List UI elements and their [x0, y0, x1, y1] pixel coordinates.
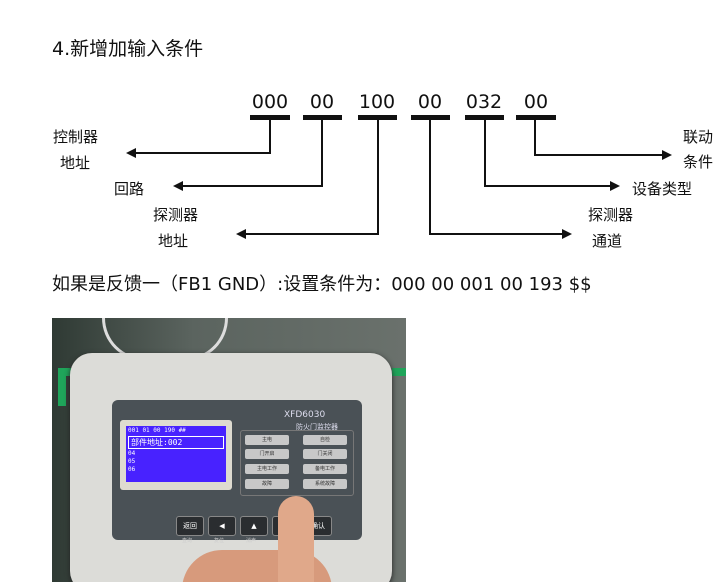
code-value: 00: [310, 91, 334, 113]
arrow-right: [484, 120, 620, 191]
lcd-frame: 001 01 00 190 ## 部件地址:002 04 05 06: [120, 420, 232, 490]
lcd-line: 04: [128, 450, 136, 457]
section-heading: 4.新增加输入条件: [52, 38, 204, 60]
device-photo: XFD6030 防火门监控器 001 01 00 190 ## 部件地址:002…: [52, 318, 406, 582]
condition-text: 如果是反馈一（FB1 GND）:设置条件为：000 00 001 00 193 …: [52, 274, 592, 295]
arrow-left: [126, 120, 271, 158]
label: 探测器: [153, 206, 198, 224]
code-group-detector-channel: 00 探测器 通道: [411, 91, 633, 250]
wall-marker: [392, 368, 406, 406]
indicator: 门关闭: [303, 449, 347, 459]
label: 探测器: [588, 206, 633, 224]
label: 通道: [592, 232, 622, 250]
button-caption: 复位: [214, 538, 225, 544]
indicator-panel: 主电 门开启 主电工作 故障 自检 门关闭 备电工作 系统故障: [240, 430, 354, 496]
code-group-device-type: 032 设备类型: [465, 91, 692, 198]
up-button[interactable]: ▲: [240, 516, 268, 536]
code-value: 000: [252, 91, 288, 113]
indicator: 主电工作: [245, 464, 289, 474]
label: 控制器: [53, 128, 98, 146]
code-value: 00: [418, 91, 442, 113]
lcd-line: 部件地址:002: [128, 436, 224, 449]
back-button[interactable]: 返回: [176, 516, 204, 536]
lcd-line: 06: [128, 466, 136, 473]
code-value: 032: [466, 91, 502, 113]
code-value: 00: [524, 91, 548, 113]
lcd-screen: 001 01 00 190 ## 部件地址:002 04 05 06: [126, 426, 226, 482]
label: 条件: [683, 153, 713, 171]
indicator: 自检: [303, 435, 347, 445]
indicator: 备电工作: [303, 464, 347, 474]
arrow-left: [173, 120, 323, 191]
code-group-linkage-condition: 00 联动 条件: [516, 91, 713, 171]
left-button[interactable]: ◀: [208, 516, 236, 536]
indicator: 系统故障: [303, 479, 347, 489]
indicator: 故障: [245, 479, 289, 489]
lcd-line: 05: [128, 458, 136, 465]
device-name: 防火门监控器: [296, 423, 338, 431]
lcd-line: 001 01 00 190 ##: [128, 427, 186, 434]
code-group-loop: 00 回路: [114, 91, 342, 198]
button-caption: 消声: [246, 538, 257, 544]
indicator: 门开启: [245, 449, 289, 459]
arrow-right: [429, 120, 572, 239]
finger: [278, 496, 314, 582]
label: 地址: [60, 154, 90, 172]
control-panel: XFD6030 防火门监控器 001 01 00 190 ## 部件地址:002…: [112, 400, 362, 544]
indicator: 主电: [245, 435, 289, 445]
code-diagram: 000 控制器 地址 00 回路 100 探测器 地址 00 探测器 通道: [53, 91, 713, 250]
code-group-controller: 000 控制器 地址: [53, 91, 290, 172]
label: 联动: [683, 128, 713, 146]
button-caption: 查询: [182, 538, 193, 544]
code-group-detector-address: 100 探测器 地址: [153, 91, 397, 250]
model-label: XFD6030: [284, 410, 326, 420]
label: 设备类型: [632, 180, 692, 198]
arrow-right: [534, 120, 672, 160]
code-value: 100: [359, 91, 395, 113]
arrow-left: [236, 120, 379, 239]
label: 回路: [114, 180, 144, 198]
label: 地址: [158, 232, 188, 250]
